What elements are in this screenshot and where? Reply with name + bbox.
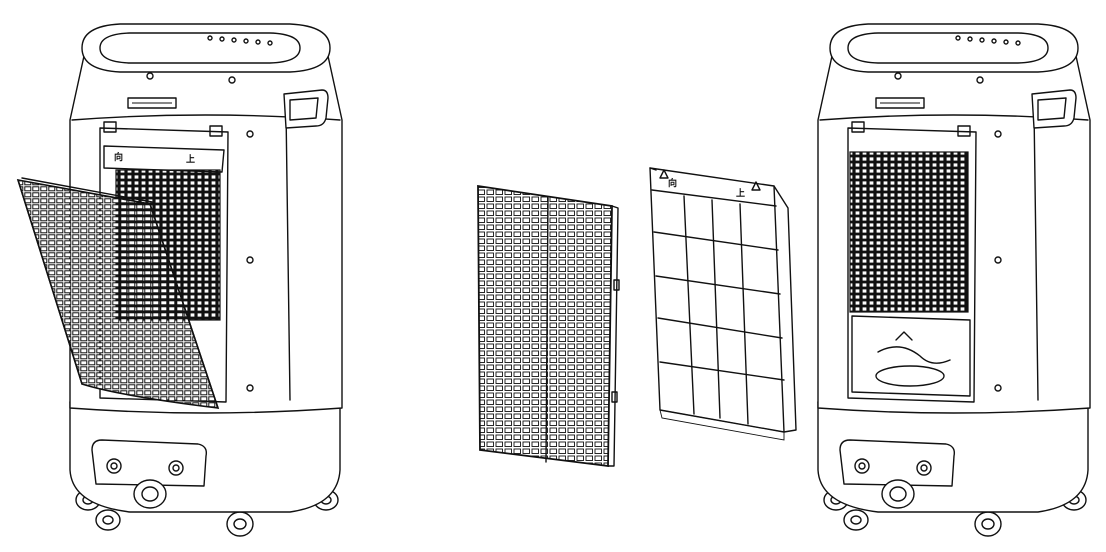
panel-right <box>817 23 1091 537</box>
inner-pad-right <box>849 151 971 397</box>
filter-grille-left <box>16 177 220 409</box>
marking-glyph-a: 向 <box>668 177 677 189</box>
marking-glyph-b: 上 <box>186 153 195 165</box>
evaporative-pad: 向 上 <box>649 167 797 441</box>
marking-glyph-b: 上 <box>736 187 745 199</box>
filter-grille <box>477 184 620 468</box>
panel-left: 向 上 <box>16 23 343 537</box>
marking-glyph-a: 向 <box>114 151 123 163</box>
panel-middle: 向 上 <box>477 167 797 468</box>
